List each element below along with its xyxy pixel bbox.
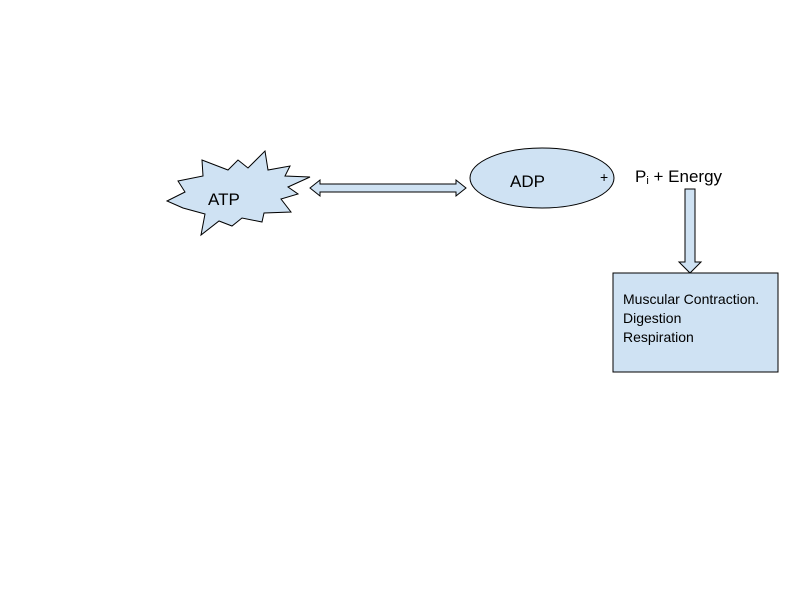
- adp-ellipse: [469, 147, 615, 209]
- phosphate-symbol: P: [635, 167, 647, 186]
- products-label: Pi + Energy: [635, 167, 722, 191]
- adp-label: ADP: [510, 172, 545, 191]
- energy-text: + Energy: [648, 167, 723, 186]
- down-arrow: [677, 188, 703, 274]
- outcome-item: Digestion: [623, 310, 682, 326]
- outcomes-list: Muscular Contraction. Digestion Respirat…: [623, 290, 759, 347]
- reversible-arrow: [309, 178, 467, 198]
- outcomes-box: [612, 272, 779, 373]
- atp-label: ATP: [208, 190, 240, 209]
- outcome-item: Respiration: [623, 329, 694, 345]
- plus-sign: +: [600, 169, 609, 185]
- phosphate-subscript: i: [646, 175, 649, 187]
- outcome-item: Muscular Contraction.: [623, 291, 760, 307]
- atp-starburst: [165, 149, 311, 237]
